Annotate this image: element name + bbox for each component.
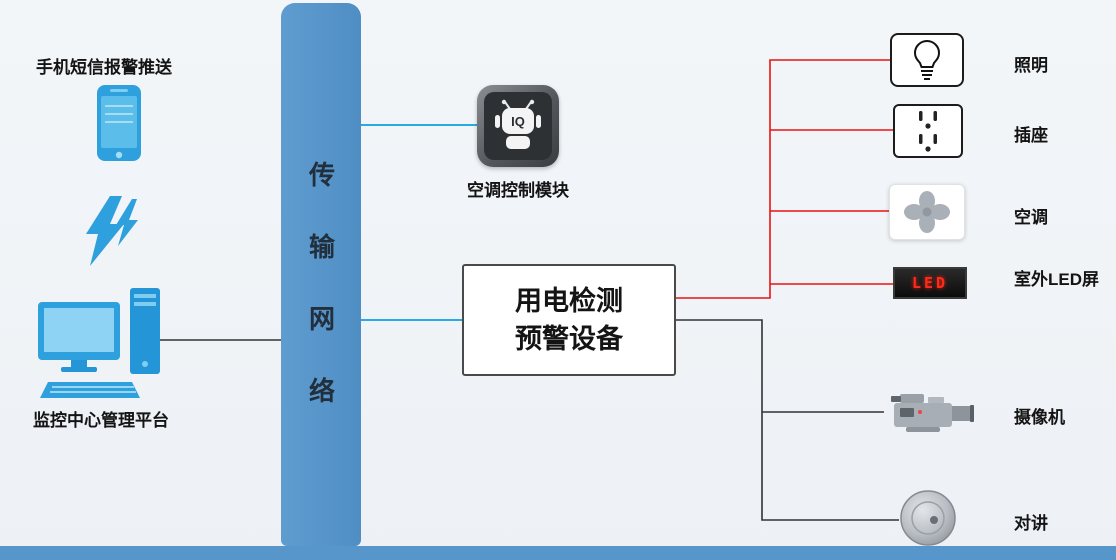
network-bar-label: 传输网络 [305,161,336,449]
fan-icon [889,184,965,240]
device-label-lighting: 照明 [1014,56,1048,75]
connector-detector-to-power-devices [676,59,893,299]
lightning-icon [86,196,138,266]
ac-module-label: 空调控制模块 [467,181,569,200]
platform-label: 监控中心管理平台 [33,411,169,430]
led-text: LED [911,274,949,292]
computer-icon [38,288,160,398]
bulb-icon [890,33,964,87]
phone-icon [97,85,141,161]
detector-title-line1: 用电检测 [515,285,623,316]
robot-face-text: IQ [511,114,525,129]
connector-detector-to-av-devices [676,319,899,521]
ac-module-icon: IQ [477,85,559,167]
detector-box: 用电检测 预警设备 [462,264,676,376]
device-label-socket: 插座 [1014,126,1048,145]
device-label-camera: 摄像机 [1014,408,1065,427]
robot-icon: IQ [484,92,552,160]
bottom-accent-strip [0,546,1116,560]
detector-title-line2: 预警设备 [515,324,623,354]
led-screen-icon: LED [893,267,967,299]
device-label-intercom: 对讲 [1014,514,1048,533]
device-label-led-screen: 室外LED屏 [1014,270,1099,289]
device-label-ac: 空调 [1014,208,1048,227]
socket-icon [893,104,963,158]
intercom-icon [900,490,956,546]
sms-push-label: 手机短信报警推送 [36,58,172,77]
camera-icon [891,394,974,432]
network-bar: 传输网络 [281,3,361,546]
